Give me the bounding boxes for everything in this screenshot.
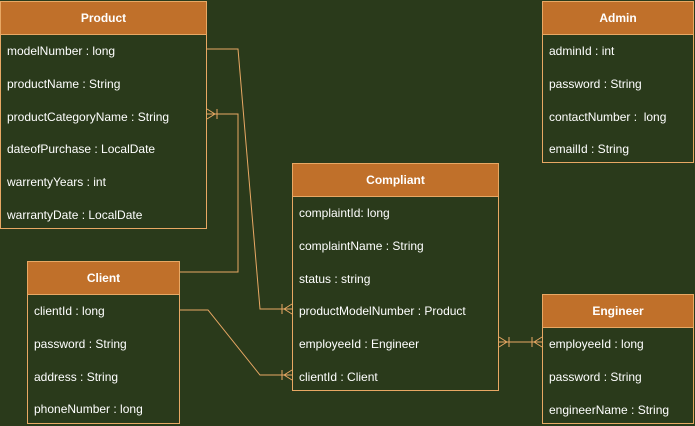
admin-attr-email-id: emailId : String <box>549 142 630 157</box>
compliant-attr-client-id: clientId : Client <box>299 369 378 384</box>
client-attr-address: address : String <box>34 369 119 384</box>
crowfoot-compliant-product-model <box>281 303 293 315</box>
compliant-entity[interactable]: Compliant complaintId: long complaintNam… <box>292 163 499 391</box>
product-attr-product-name: productName : String <box>7 76 121 91</box>
compliant-attr-status: status : string <box>299 271 371 286</box>
product-attr-model-number: modelNumber : long <box>7 44 116 58</box>
admin-attr-contact-number: contactNumber : long <box>549 109 667 124</box>
engineer-entity[interactable]: Engineer employeeId : long password : St… <box>542 294 694 424</box>
engineer-entity-title: Engineer <box>543 295 693 328</box>
client-entity-title: Client <box>28 262 179 295</box>
client-attr-password: password : String <box>34 336 127 351</box>
crowfoot-engineer-employee <box>531 336 543 348</box>
engineer-attr-password: password : String <box>549 369 642 384</box>
admin-entity[interactable]: Admin adminId : int password : String co… <box>542 1 694 163</box>
product-entity-title: Product <box>1 2 206 35</box>
client-attr-client-id: clientId : long <box>34 304 105 318</box>
compliant-attr-complaint-name: complaintName : String <box>299 238 424 253</box>
crowfoot-compliant-employee <box>498 336 510 348</box>
compliant-attr-employee-id: employeeId : Engineer <box>299 337 420 352</box>
product-attr-category-name: productCategoryName : String <box>7 109 170 124</box>
product-attr-warranty-years: warrentyYears : int <box>7 175 106 190</box>
compliant-attr-product-model-number: productModelNumber : Product <box>299 304 466 319</box>
crowfoot-compliant-client <box>281 369 293 381</box>
crowfoot-product-category <box>206 108 218 120</box>
admin-entity-title: Admin <box>543 2 693 35</box>
connector-product-to-compliant <box>207 48 292 310</box>
product-attr-warranty-date: warrantyDate : LocalDate <box>7 207 143 222</box>
admin-attr-admin-id: adminId : int <box>549 44 615 58</box>
connector-client-to-compliant <box>180 309 292 376</box>
client-attr-phone-number: phoneNumber : long <box>34 402 143 417</box>
product-attr-date-of-purchase: dateofPurchase : LocalDate <box>7 142 156 157</box>
compliant-entity-title: Compliant <box>293 164 498 197</box>
engineer-attr-engineer-name: engineerName : String <box>549 402 670 417</box>
client-entity[interactable]: Client clientId : long password : String… <box>27 261 180 424</box>
admin-attr-password: password : String <box>549 76 642 91</box>
product-entity[interactable]: Product modelNumber : long productName :… <box>0 1 207 229</box>
engineer-attr-employee-id: employeeId : long <box>549 337 644 351</box>
compliant-attr-complaint-id: complaintId: long <box>299 206 390 220</box>
